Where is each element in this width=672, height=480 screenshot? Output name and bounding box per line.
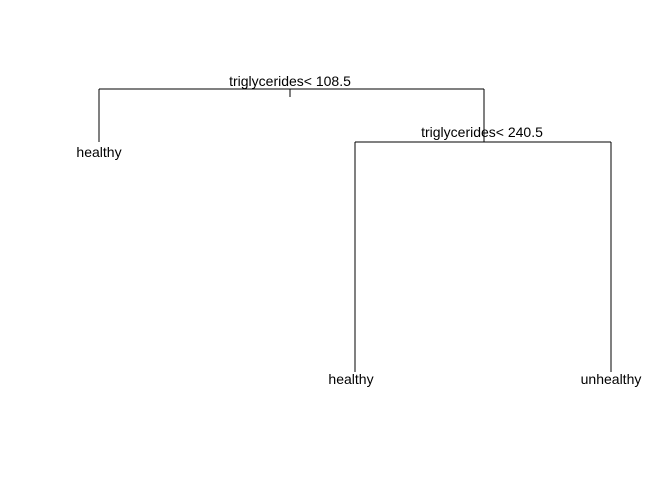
root-split-label: triglycerides< 108.5	[229, 73, 351, 89]
leaf-left-label: healthy	[76, 144, 121, 160]
root-label-bg	[228, 82, 352, 88]
leaf-right-label: unhealthy	[581, 371, 642, 387]
leaf-mid-label: healthy	[328, 371, 373, 387]
right-split-label: triglycerides< 240.5	[421, 124, 543, 140]
